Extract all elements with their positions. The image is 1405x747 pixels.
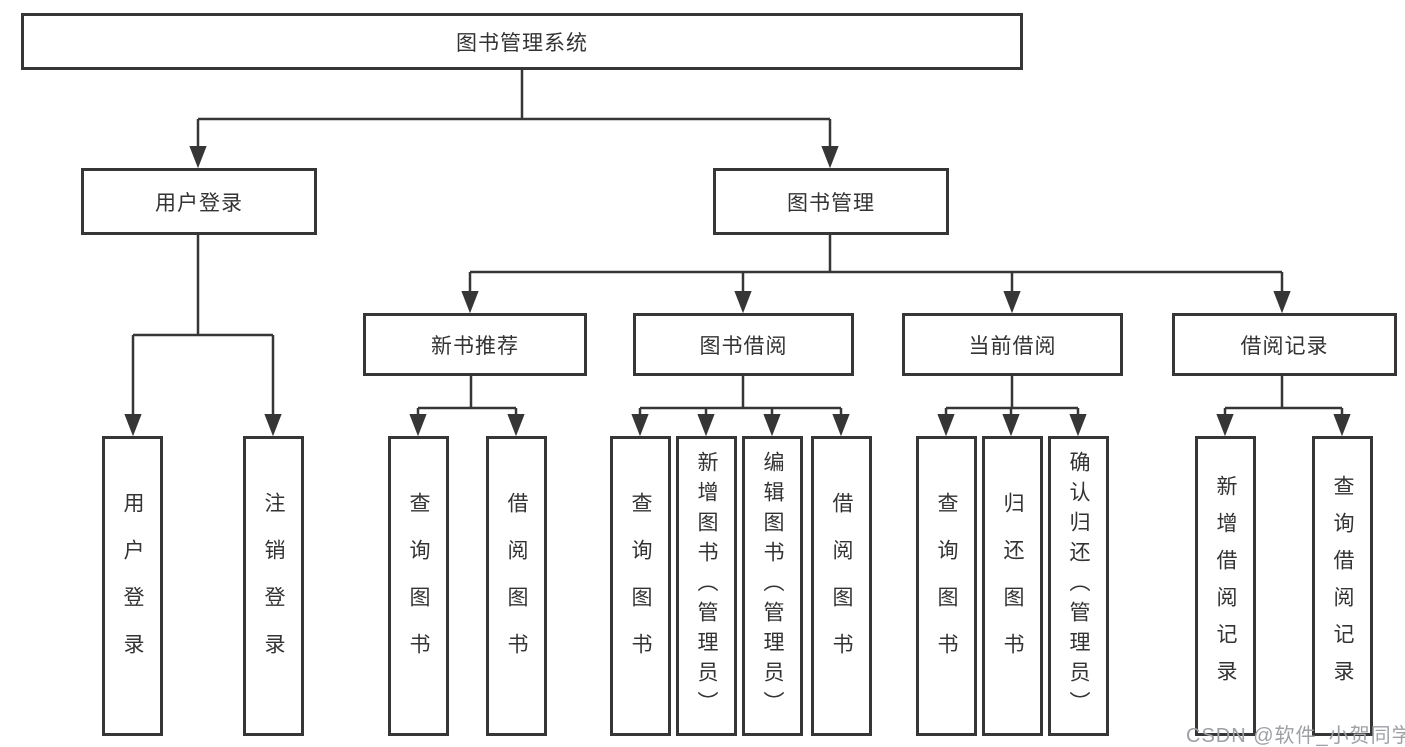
leaf-return-books: 归还图书 bbox=[982, 436, 1043, 736]
leaf-query-books-borrowing: 查询图书 bbox=[610, 436, 671, 736]
leaf-label: 查询图书 bbox=[407, 492, 430, 680]
node-label: 图书管理系统 bbox=[456, 31, 588, 55]
leaf-query-borrow-record: 查询借阅记录 bbox=[1312, 436, 1373, 736]
leaf-add-book-admin: 新增图书（管理员） bbox=[676, 436, 737, 736]
node-label: 当前借阅 bbox=[968, 334, 1057, 358]
leaf-label: 借阅图书 bbox=[505, 492, 528, 680]
leaf-label: 借阅图书 bbox=[830, 492, 853, 680]
leaf-query-books-current: 查询图书 bbox=[916, 436, 977, 736]
node-new-book-recommendation: 新书推荐 bbox=[363, 313, 587, 376]
leaf-user-login: 用户登录 bbox=[102, 436, 163, 736]
leaf-label: 查询图书 bbox=[629, 492, 652, 680]
node-label: 图书借阅 bbox=[699, 334, 788, 358]
tree-arrows bbox=[124, 119, 1351, 437]
leaf-label: 确认归还（管理员） bbox=[1067, 451, 1090, 721]
leaf-label: 新增借阅记录 bbox=[1214, 475, 1237, 697]
leaf-add-borrow-record: 新增借阅记录 bbox=[1195, 436, 1256, 736]
leaf-label: 归还图书 bbox=[1001, 492, 1024, 680]
leaf-logout: 注销登录 bbox=[243, 436, 304, 736]
leaf-label: 用户登录 bbox=[121, 492, 144, 680]
csdn-watermark: CSDN @软件_小贺同学 bbox=[1186, 725, 1405, 747]
node-borrowing-records: 借阅记录 bbox=[1172, 313, 1397, 376]
node-book-management: 图书管理 bbox=[713, 168, 949, 235]
leaf-label: 新增图书（管理员） bbox=[695, 451, 718, 721]
node-label: 图书管理 bbox=[787, 191, 875, 215]
leaf-borrow-books-borrowing: 借阅图书 bbox=[811, 436, 872, 736]
leaf-confirm-return-admin: 确认归还（管理员） bbox=[1048, 436, 1109, 736]
leaf-label: 编辑图书（管理员） bbox=[761, 451, 784, 721]
leaf-edit-book-admin: 编辑图书（管理员） bbox=[742, 436, 803, 736]
leaf-label: 查询借阅记录 bbox=[1331, 475, 1354, 697]
leaf-query-books-recommend: 查询图书 bbox=[388, 436, 449, 736]
node-user-login: 用户登录 bbox=[81, 168, 317, 235]
node-label: 新书推荐 bbox=[431, 334, 519, 358]
tree-lines bbox=[133, 69, 1342, 410]
leaf-label: 查询图书 bbox=[935, 492, 958, 680]
leaf-label: 注销登录 bbox=[262, 492, 285, 680]
node-label: 借阅记录 bbox=[1240, 334, 1329, 358]
node-library-management-system: 图书管理系统 bbox=[21, 13, 1023, 70]
node-book-borrowing: 图书借阅 bbox=[633, 313, 854, 376]
node-label: 用户登录 bbox=[155, 191, 243, 215]
node-current-borrowing: 当前借阅 bbox=[902, 313, 1123, 376]
leaf-borrow-books-recommend: 借阅图书 bbox=[486, 436, 547, 736]
